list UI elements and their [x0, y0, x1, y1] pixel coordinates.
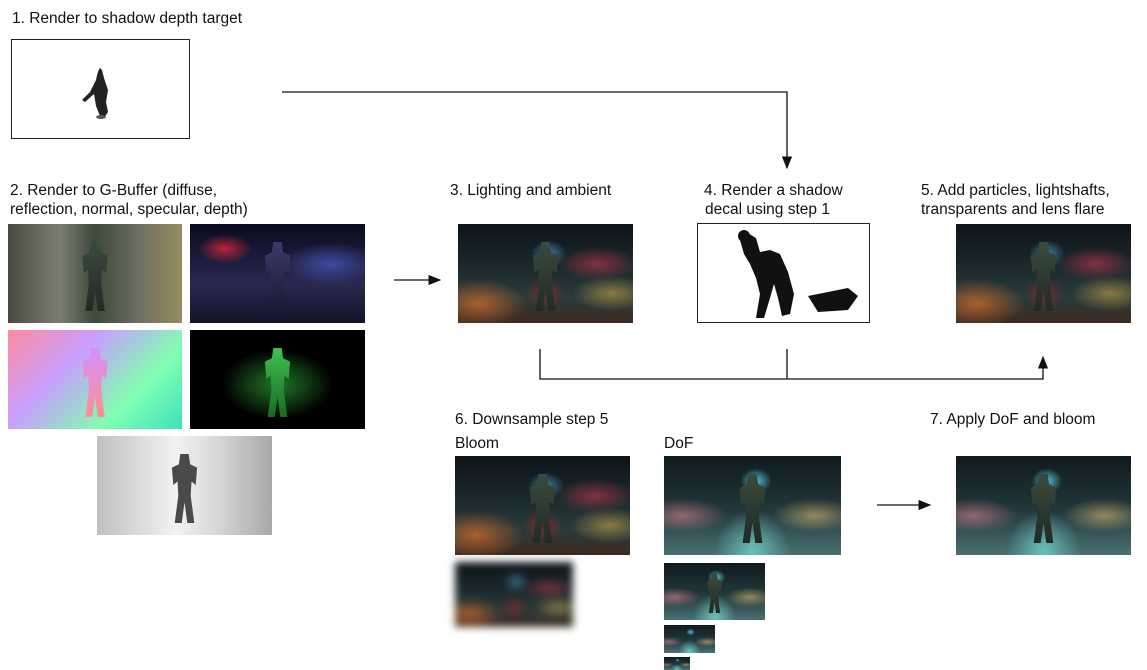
step4-label-line2: decal using step 1 — [705, 201, 830, 218]
step2-label-line1: 2. Render to G-Buffer (diffuse, — [10, 182, 218, 199]
dof-downsample-quarter-image — [664, 625, 715, 653]
gbuffer-depth-image — [97, 436, 272, 535]
step6-label: 6. Downsample step 5 — [455, 411, 609, 428]
lighting-ambient-image — [458, 224, 633, 323]
shadow-silhouette — [82, 68, 108, 119]
bloom-downsample-image — [455, 456, 630, 555]
gbuffer-specular-image — [190, 330, 365, 429]
step1-label: 1. Render to shadow depth target — [12, 10, 243, 27]
bloom-label: Bloom — [455, 435, 499, 452]
dof-label: DoF — [664, 435, 694, 452]
arrow-step1-to-step4 — [282, 91, 793, 170]
step5-label-line1: 5. Add particles, lightshafts, — [921, 182, 1110, 199]
step5-label-line2: transparents and lens flare — [921, 201, 1105, 218]
dof-downsample-image — [664, 456, 841, 555]
gbuffer-diffuse-image — [8, 224, 182, 323]
shadow-decal-image — [697, 223, 870, 323]
step2-label-line2: reflection, normal, specular, depth) — [10, 201, 248, 218]
bloom-downsample-small-image — [455, 562, 573, 627]
shadow-depth-image — [11, 39, 190, 139]
step7-label: 7. Apply DoF and bloom — [930, 411, 1096, 428]
shadow-decal-silhouette — [738, 230, 858, 318]
arrow-step3-4-to-step5 — [539, 349, 1049, 380]
dof-downsample-eighth-image — [664, 657, 690, 670]
final-dof-bloom-image — [956, 456, 1131, 555]
particles-lensflare-image — [956, 224, 1131, 323]
step3-label: 3. Lighting and ambient — [450, 182, 612, 199]
step4-label-line1: 4. Render a shadow — [704, 182, 843, 199]
gbuffer-reflection-image — [190, 224, 365, 323]
gbuffer-normal-image — [8, 330, 182, 429]
dof-downsample-half-image — [664, 563, 765, 620]
